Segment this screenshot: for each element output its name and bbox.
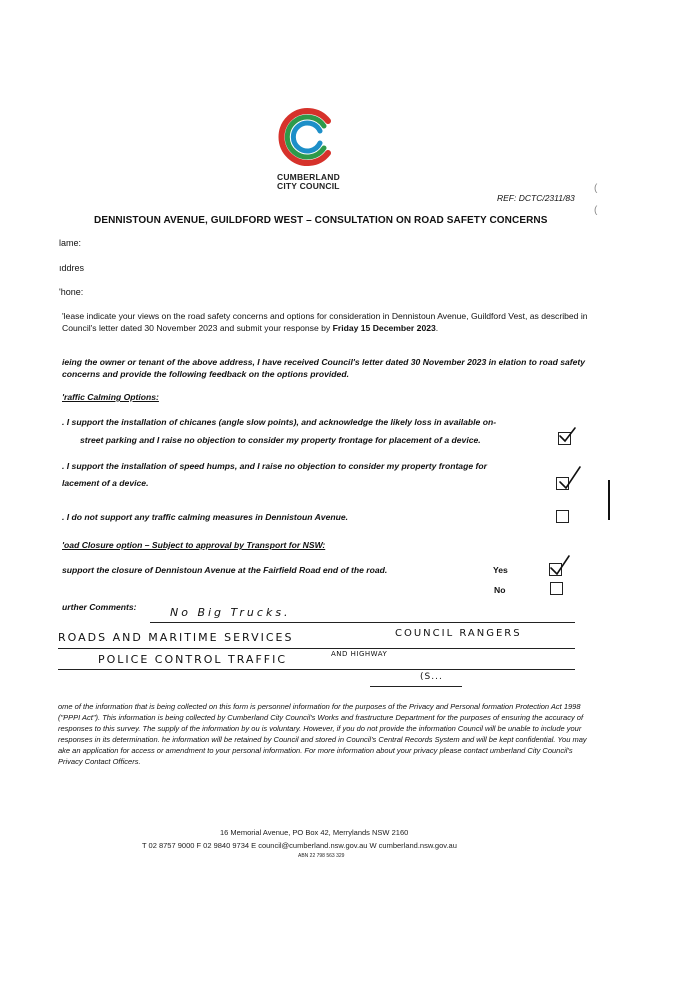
comment-rule [150,622,575,623]
document-title: DENNISTOUN AVENUE, GUILDFORD WEST – CONS… [94,215,548,226]
margin-mark: ( [594,183,598,194]
deadline: Friday 15 December 2023 [332,323,436,333]
traffic-calming-heading: 'raffic Calming Options: [62,392,159,402]
council-name: CUMBERLAND CITY COUNCIL [277,172,340,191]
closure-no-checkbox[interactable] [550,582,563,595]
comment-line-1: No Big Trucks. [170,606,291,619]
option-speed-humps: . I support the installation of speed hu… [62,461,487,471]
option-chicanes: . I support the installation of chicanes… [62,417,497,427]
margin-line [608,480,610,520]
checkmark-icon [550,555,570,576]
phone-field-label: 'hone: [59,287,84,297]
checkmark-icon [559,466,581,490]
yes-label: Yes [493,565,508,575]
council-logo [278,108,331,166]
option-chicanes-cont: street parking and I raise no objection … [80,435,481,445]
road-closure-statement: support the closure of Dennistoun Avenue… [62,565,388,575]
comment-line-3-small: AND HIGHWAY [331,650,388,658]
footer-address: 16 Memorial Avenue, PO Box 42, Merryland… [220,828,409,837]
margin-mark: ( [594,205,598,216]
footer-abn: ABN 22 798 563 329 [298,853,345,859]
checkmark-icon [559,427,576,443]
privacy-notice: ome of the information that is being col… [58,702,587,766]
comment-line-3: POLICE CONTROL TRAFFIC [98,653,288,666]
no-label: No [494,585,506,595]
comment-rule [58,648,575,649]
comment-line-4: (S... [420,672,443,682]
comment-rule [370,686,462,687]
comments-label: urther Comments: [62,602,137,612]
comment-line-2a: ROADS AND MARITIME SERVICES [58,631,294,644]
option-no-traffic-calming: . I do not support any traffic calming m… [62,512,349,522]
chicanes-checkbox[interactable] [558,432,571,445]
road-closure-heading: 'oad Closure option – Subject to approva… [62,540,326,550]
option-speed-humps-cont: lacement of a device. [62,478,149,488]
address-field-label: ıddres [59,263,85,273]
reference-number: REF: DCTC/2311/83 [497,193,575,203]
declaration: ieing the owner or tenant of the above a… [62,357,586,379]
no-traffic-calming-checkbox[interactable] [556,510,569,523]
instructions-paragraph: 'lease indicate your views on the road s… [62,311,588,333]
footer-contacts: T 02 8757 9000 F 02 9840 9734 E council@… [142,841,457,850]
comment-line-2b: COUNCIL RANGERS [395,628,522,639]
comment-rule [58,669,575,670]
name-field-label: lame: [59,238,82,248]
